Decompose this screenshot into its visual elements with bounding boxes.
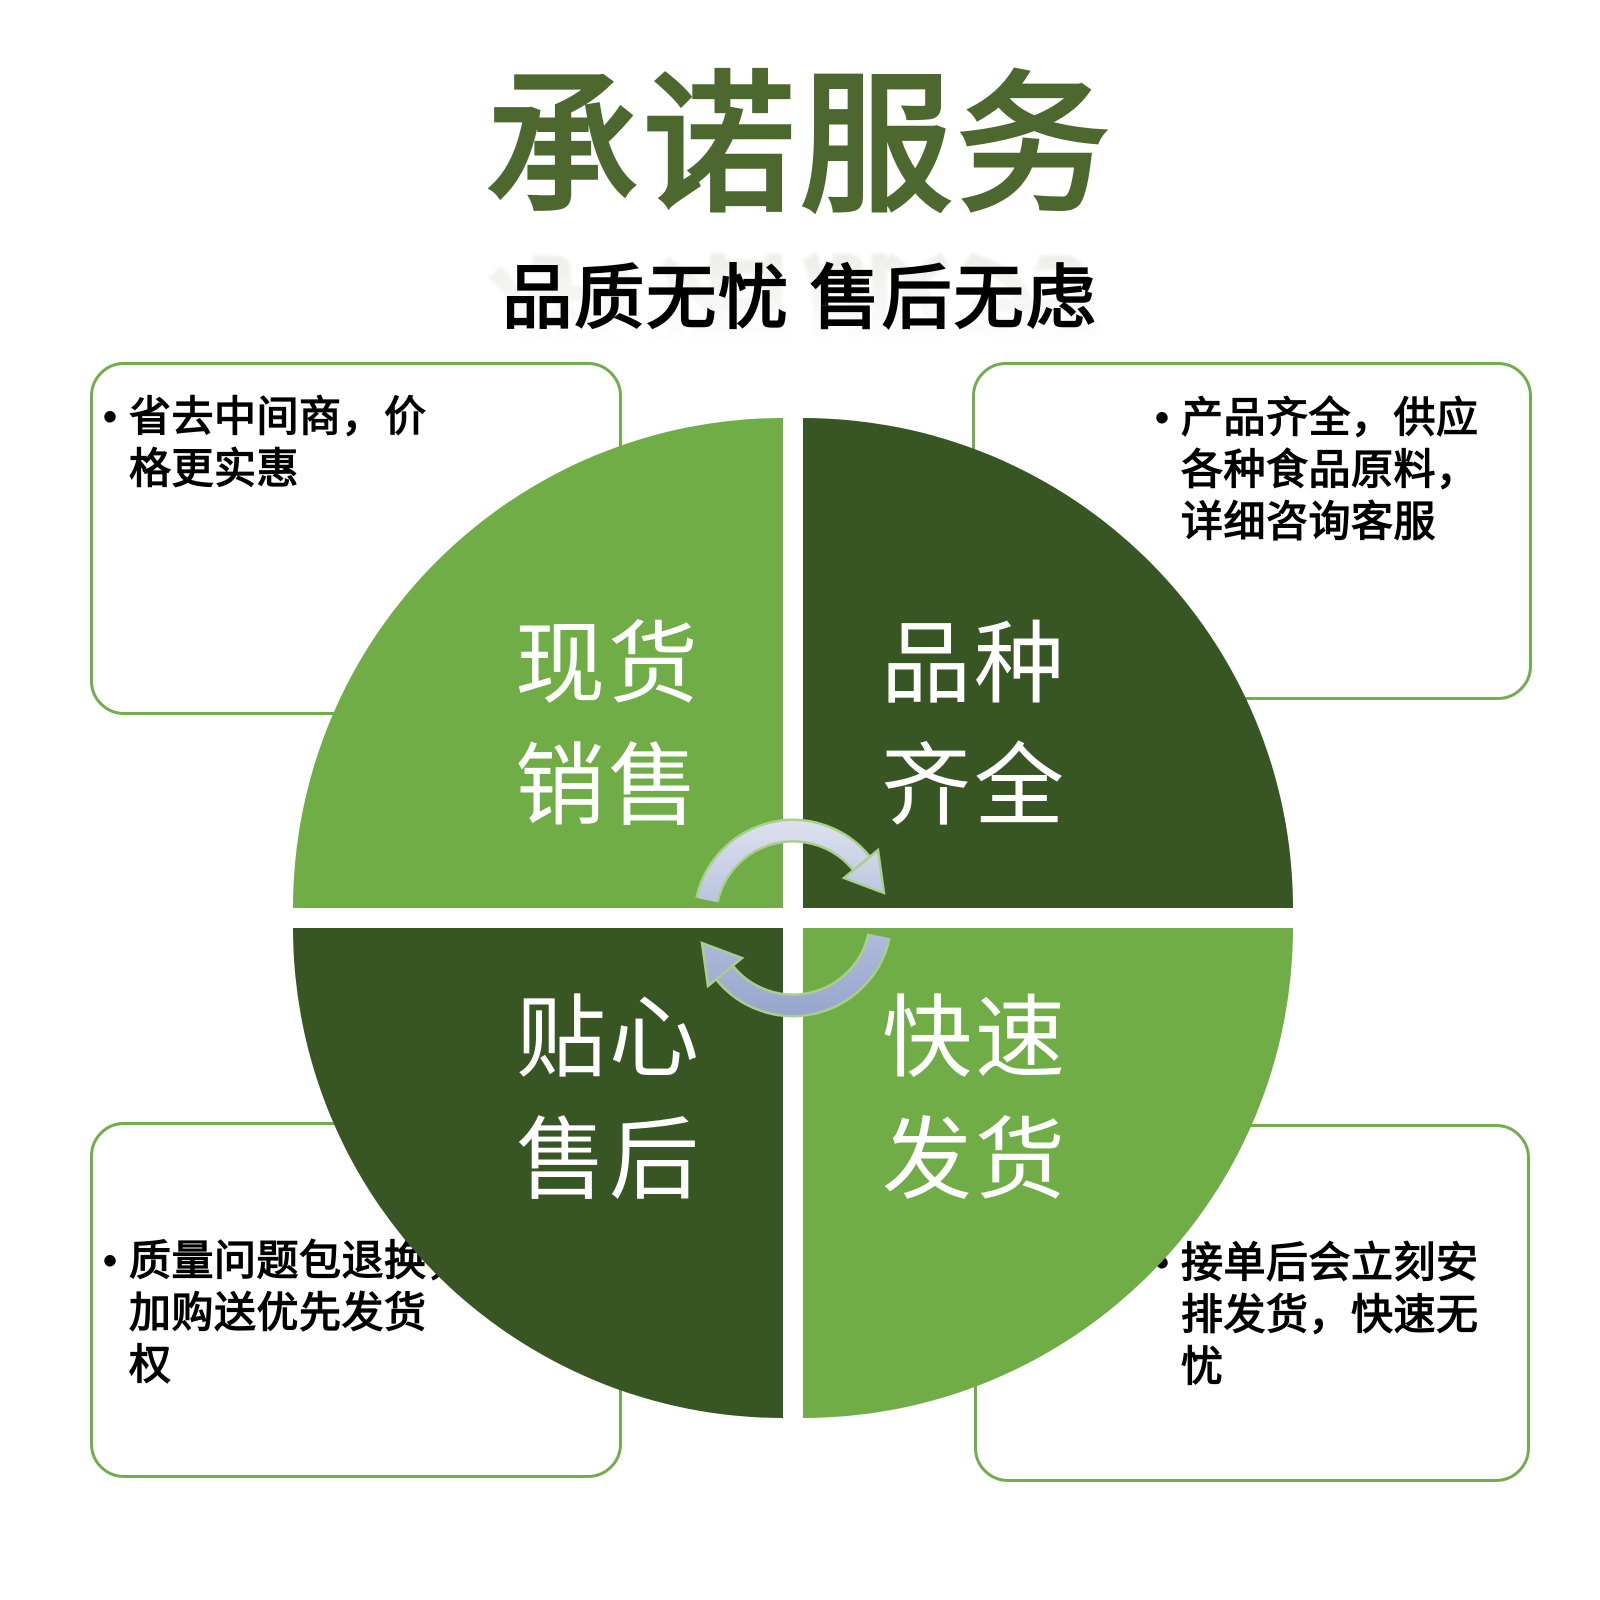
quadrant-label-line: 现货	[515, 615, 701, 715]
quadrant-label-line: 销售	[515, 737, 701, 837]
bullet-marker: •	[1155, 396, 1170, 440]
cycle-arrow-top	[695, 818, 886, 903]
quadrant-label-line: 发货	[882, 1111, 1068, 1211]
callout-line: 产品齐全，供应	[1181, 394, 1479, 441]
bullet-marker: •	[103, 1239, 118, 1283]
quadrant-label-line: 齐全	[881, 737, 1067, 837]
callout-line: 格更实惠	[129, 445, 300, 492]
bullet-marker: •	[103, 395, 118, 439]
callout-line: 详细咨询客服	[1181, 498, 1437, 545]
quadrant-label-line: 快速	[882, 989, 1068, 1089]
callout-line: 排发货，快速无	[1181, 1291, 1479, 1338]
cycle-arrow-bottom	[700, 933, 891, 1018]
callout-line: 权	[129, 1341, 172, 1388]
callout-line: 忧	[1181, 1343, 1224, 1390]
bullet-marker: •	[1155, 1241, 1170, 1285]
page-subtitle: 品质无忧 售后无虑	[502, 261, 1098, 338]
callout-line: 省去中间商，价	[129, 393, 427, 440]
callout-line: 加购送优先发货	[129, 1289, 427, 1336]
cycle-arrows-icon	[695, 818, 891, 1018]
quadrant-label-fast-shipping: 快速 发货	[882, 978, 1068, 1222]
quadrant-label-full-variety: 品种 齐全	[881, 604, 1067, 848]
quadrant-label-line: 贴心	[516, 989, 702, 1089]
quadrant-label-caring-aftersales: 贴心 售后	[516, 978, 702, 1222]
callout-line: 各种食品原料，	[1181, 446, 1479, 493]
quadrant-label-line: 售后	[516, 1111, 702, 1211]
quadrant-label-spot-sales: 现货 销售	[515, 604, 701, 848]
quadrant-label-line: 品种	[881, 615, 1067, 715]
callout-line: 质量问题包退换，	[129, 1237, 470, 1284]
page-title: 承诺服务	[486, 63, 1114, 231]
callout-line: 接单后会立刻安	[1181, 1239, 1479, 1286]
